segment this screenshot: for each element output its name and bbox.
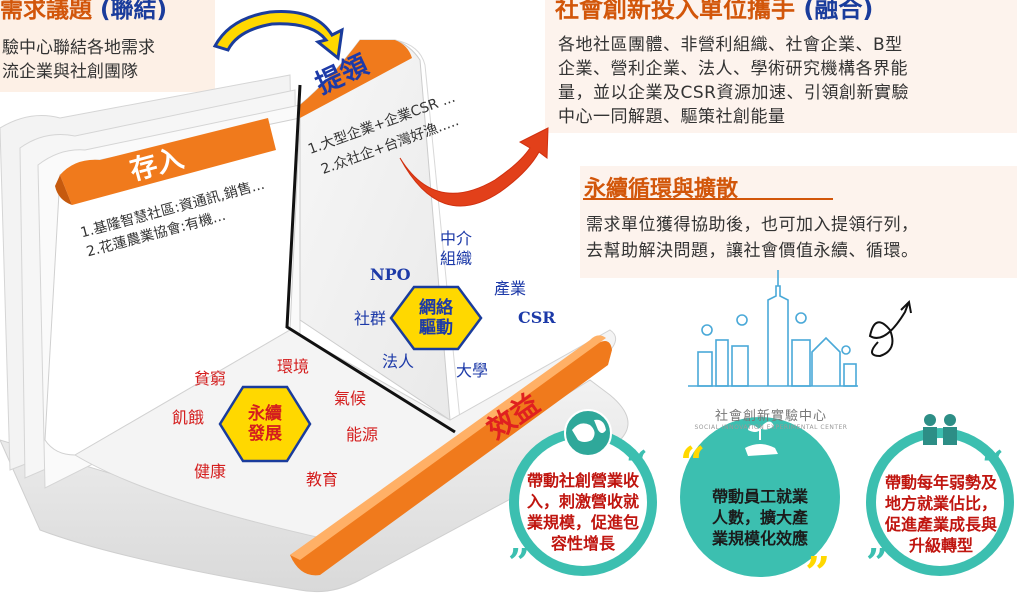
node-poverty: 貧窮 bbox=[194, 369, 227, 388]
requirement-title: 需求議題 (聯結) bbox=[0, 0, 167, 24]
node-csr: CSR bbox=[518, 308, 556, 327]
logo-name: 社會創新實驗中心 bbox=[714, 409, 827, 424]
city-skyline-icon bbox=[688, 270, 858, 387]
right-curved-arrow bbox=[399, 127, 549, 207]
node-climate: 氣候 bbox=[334, 389, 367, 408]
sustain-line-1: 需求單位獲得協助後，也可加入提領行列， bbox=[586, 215, 919, 235]
requirement-box bbox=[0, 0, 215, 92]
axis-lines bbox=[285, 84, 456, 434]
requirement-line-1: 驗中心聯結各地需求 bbox=[2, 38, 155, 58]
node-health: 健康 bbox=[194, 462, 227, 481]
quote-close-2: ” bbox=[805, 548, 830, 599]
top-curved-arrow bbox=[212, 9, 344, 61]
node-legal: 法人 bbox=[382, 352, 415, 371]
plant-hand-icon bbox=[745, 421, 778, 456]
partners-line-4: 中心一同解題、驅策社創能量 bbox=[558, 107, 786, 127]
node-energy: 能源 bbox=[346, 425, 379, 444]
sustain-center-label: 永續發展 bbox=[248, 404, 282, 444]
sustain-hexagon bbox=[218, 385, 312, 463]
sustain-box bbox=[580, 166, 1017, 278]
book-base bbox=[0, 379, 629, 593]
node-community: 社群 bbox=[354, 309, 387, 328]
node-hunger: 飢餓 bbox=[172, 408, 205, 427]
quote-open-1: “ bbox=[626, 442, 648, 487]
sustain-title-underline bbox=[583, 198, 833, 200]
deposit-ribbon bbox=[60, 118, 276, 205]
deposit-ribbon-shade bbox=[55, 175, 72, 205]
impact-circle-1-inner bbox=[519, 438, 647, 566]
impact-circle-2 bbox=[680, 417, 840, 577]
network-hexagon-outline bbox=[389, 285, 483, 351]
partners-title-accent: (融合) bbox=[803, 0, 874, 23]
center-logo: 社會創新實驗中心 SOCIAL INNOVATION EXPERIMENTAL … bbox=[686, 405, 856, 431]
quote-close-1: ” bbox=[508, 540, 530, 585]
sustain-line-2: 去幫助解決問題，讓社會價值永續、循環。 bbox=[586, 241, 919, 261]
requirement-title-accent: (聯結) bbox=[100, 0, 168, 23]
impact-circle-3-inner bbox=[876, 438, 1004, 566]
node-education: 教育 bbox=[306, 470, 339, 489]
node-intermediary: 中介組織 bbox=[440, 229, 473, 268]
benefit-ribbon-top bbox=[290, 335, 606, 560]
impact-text-2: 帶動員工就業人數，擴大產業規模化效應 bbox=[711, 487, 808, 548]
quote-open-3: “ bbox=[982, 442, 1004, 487]
node-university: 大學 bbox=[456, 361, 489, 380]
partners-line-3: 量，並以企業及CSR資源加速、引領創新實驗 bbox=[558, 83, 909, 103]
swirl-arrow-head bbox=[900, 299, 912, 314]
book-floor-page bbox=[74, 329, 617, 541]
node-npo: NPO bbox=[370, 265, 411, 284]
network-center-label: 網絡驅動 bbox=[419, 298, 453, 338]
partners-box bbox=[545, 0, 1017, 133]
book-right-page-edge bbox=[394, 39, 461, 421]
quote-close-3: ” bbox=[866, 540, 888, 585]
sustain-title: 永續循環與擴散 bbox=[584, 177, 739, 202]
globe-icon bbox=[564, 409, 612, 457]
quote-open-2: “ bbox=[680, 438, 705, 489]
impact-text-3: 帶動每年弱勢及地方就業佔比，促進產業成長與升級轉型 bbox=[884, 473, 997, 555]
swirl-arrow-icon bbox=[868, 303, 909, 358]
benefit-ribbon bbox=[290, 341, 612, 576]
logo-sub: SOCIAL INNOVATION EXPERIMENTAL CENTER bbox=[694, 424, 848, 431]
partners-line-1: 各地社區團體、非營利組織、社會企業、B型 bbox=[558, 35, 903, 55]
partners-line-2: 企業、營利企業、法人、學術研究機構各界能 bbox=[558, 59, 908, 79]
requirement-line-2: 流企業與社創團隊 bbox=[2, 62, 138, 82]
node-industry: 產業 bbox=[494, 279, 527, 298]
withdraw-ribbon bbox=[300, 40, 412, 118]
people-icon bbox=[923, 414, 957, 445]
impact-text-1: 帶動社創營業收入，刺激營收就業規模，促進包容性增長 bbox=[526, 471, 639, 553]
node-environment: 環境 bbox=[277, 357, 310, 376]
partners-title: 社會創新投入單位攜手 (融合) bbox=[555, 0, 873, 24]
